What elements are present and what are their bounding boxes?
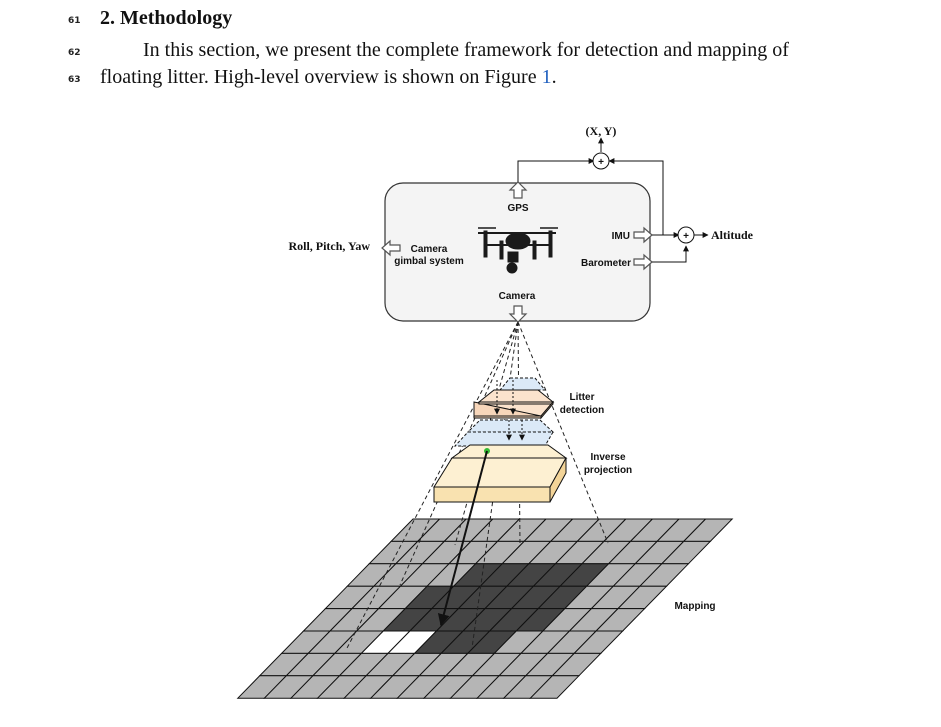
layer-arrows (494, 380, 525, 441)
line-number-63: 63 (68, 75, 81, 85)
section-title: Methodology (120, 7, 233, 29)
drone-icon (478, 227, 558, 274)
camera-gimbal-label-line2: gimbal system (394, 256, 464, 267)
line-number-61: 61 (68, 16, 81, 26)
section-number: 2. (100, 7, 115, 29)
camera-frustum-layers (433, 377, 568, 503)
layer-projection (433, 444, 568, 503)
roll-pitch-yaw-label: Roll, Pitch, Yaw (288, 239, 370, 253)
gps-label: GPS (507, 203, 528, 214)
sum-sign-xy: + (598, 157, 604, 168)
altitude-label: Altitude (711, 228, 754, 242)
sum-junction-xy: + (592, 152, 610, 170)
mapping-grid (236, 518, 734, 699)
grid-cell (529, 675, 581, 699)
paragraph-line-2-end: . (551, 66, 557, 88)
gimbal-arrow-icon (381, 239, 401, 257)
paragraph-line-2: floating litter. High-level overview is … (100, 66, 557, 89)
camera-label: Camera (499, 291, 536, 302)
mapping-label: Mapping (674, 601, 715, 612)
imu-label: IMU (612, 231, 630, 242)
litter-detection-label-line2: detection (560, 405, 604, 416)
paragraph-line-2-text: floating litter. High-level overview is … (100, 66, 542, 88)
layer-middle-blue (453, 419, 555, 447)
xy-label: (X, Y) (586, 124, 617, 138)
litter-projection-arrow (437, 450, 488, 627)
paragraph-line-1: In this section, we present the complete… (143, 39, 789, 61)
line-number-62: 62 (68, 48, 81, 58)
inverse-projection-label-line1: Inverse (590, 452, 625, 463)
sum-junction-altitude: + (677, 226, 695, 244)
barometer-label: Barometer (581, 258, 631, 269)
litter-detection-label-line1: Litter (570, 392, 595, 403)
camera-gimbal-label-line1: Camera (411, 244, 448, 255)
sum-sign-altitude: + (683, 231, 689, 242)
figure-reference-link[interactable]: 1 (541, 66, 552, 88)
camera-arrow-icon (508, 305, 528, 323)
layer-top-blue (498, 377, 547, 391)
barometer-arrow-icon (633, 253, 653, 271)
gps-arrow-icon (508, 181, 528, 199)
inverse-projection-label-line2: projection (584, 465, 632, 476)
section-heading: 2. Methodology (100, 7, 232, 30)
imu-arrow-icon (633, 226, 653, 244)
sensor-connectors (517, 137, 709, 263)
panel-io-arrows (381, 181, 653, 323)
